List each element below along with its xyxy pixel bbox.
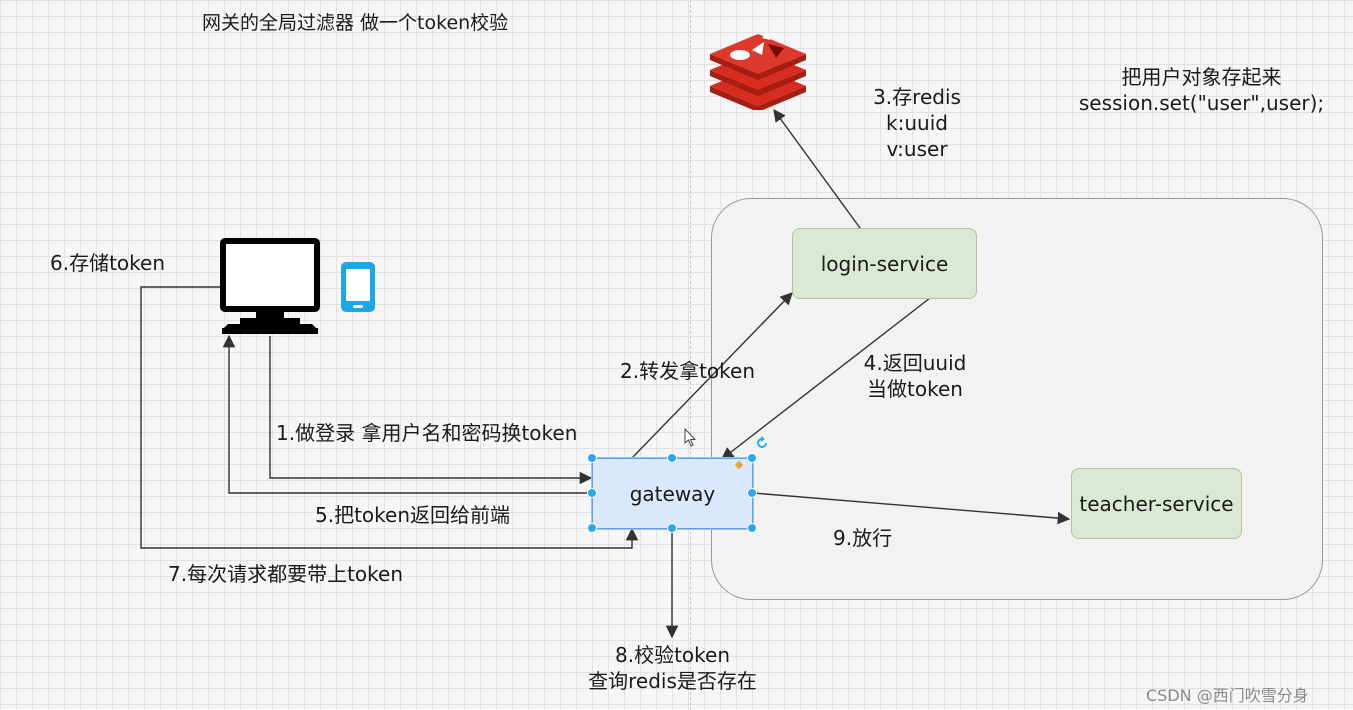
label-each-request: 7.每次请求都要带上token: [168, 562, 404, 586]
resize-handle-bottom-right[interactable]: [747, 523, 757, 533]
watermark: CSDN @西门吹雪分身: [1146, 686, 1309, 705]
resize-handle-top[interactable]: [667, 453, 677, 463]
mobile-phone-icon[interactable]: [340, 261, 376, 313]
arrow-store-redis: [773, 108, 861, 229]
label-return-uuid: 4.返回uuid 当做token: [850, 350, 980, 402]
session-note-line1: 把用户对象存起来: [1121, 65, 1282, 89]
label-return-token: 5.把token返回给前端: [315, 503, 511, 527]
arrow-return-token: [222, 334, 591, 494]
resize-handle-right[interactable]: [747, 488, 757, 498]
arrow-release: [752, 492, 1071, 525]
label-return-uuid-line2: 当做token: [867, 377, 963, 401]
label-store-token: 6.存储token: [50, 251, 166, 275]
arrow-return-uuid: [721, 297, 931, 460]
login-service-node[interactable]: login-service: [792, 228, 977, 299]
redis-note-line1: 3.存redis: [873, 85, 961, 109]
rotate-icon[interactable]: [755, 436, 769, 450]
label-verify-line1: 8.校验token: [614, 643, 730, 667]
teacher-service-node[interactable]: teacher-service: [1071, 468, 1242, 539]
resize-handle-top-left[interactable]: [587, 453, 597, 463]
resize-handle-left[interactable]: [587, 488, 597, 498]
redis-note-line2: k:uuid: [886, 111, 948, 135]
redis-note-line3: v:user: [886, 137, 948, 161]
gateway-label: gateway: [629, 481, 716, 506]
label-verify: 8.校验token 查询redis是否存在: [560, 642, 785, 694]
session-note-line2: session.set("user",user);: [1078, 91, 1325, 115]
cursor-icon: [684, 428, 698, 448]
diagram-title: 网关的全局过滤器 做一个token校验: [202, 12, 509, 34]
gateway-node[interactable]: gateway: [592, 458, 753, 529]
label-login: 1.做登录 拿用户名和密码换token: [276, 421, 578, 445]
label-release: 9.放行: [833, 526, 893, 550]
arrow-login: [269, 336, 593, 485]
page-break-guide: [690, 0, 691, 710]
resize-handle-bottom[interactable]: [667, 523, 677, 533]
resize-handle-bottom-left[interactable]: [587, 523, 597, 533]
label-return-uuid-line1: 4.返回uuid: [863, 351, 967, 375]
label-verify-line2: 查询redis是否存在: [588, 669, 757, 693]
arrow-each-request: [140, 286, 639, 549]
teacher-service-label: teacher-service: [1079, 491, 1234, 516]
label-forward: 2.转发拿token: [620, 359, 756, 383]
redis-logo-icon: [708, 30, 808, 110]
resize-handle-top-right[interactable]: [747, 453, 757, 463]
desktop-computer-icon[interactable]: [220, 238, 320, 336]
login-service-label: login-service: [820, 251, 949, 276]
redis-note: 3.存redis k:uuid v:user: [852, 84, 982, 162]
session-note: 把用户对象存起来 session.set("user",user);: [1064, 64, 1339, 116]
arrow-forward: [631, 292, 793, 459]
